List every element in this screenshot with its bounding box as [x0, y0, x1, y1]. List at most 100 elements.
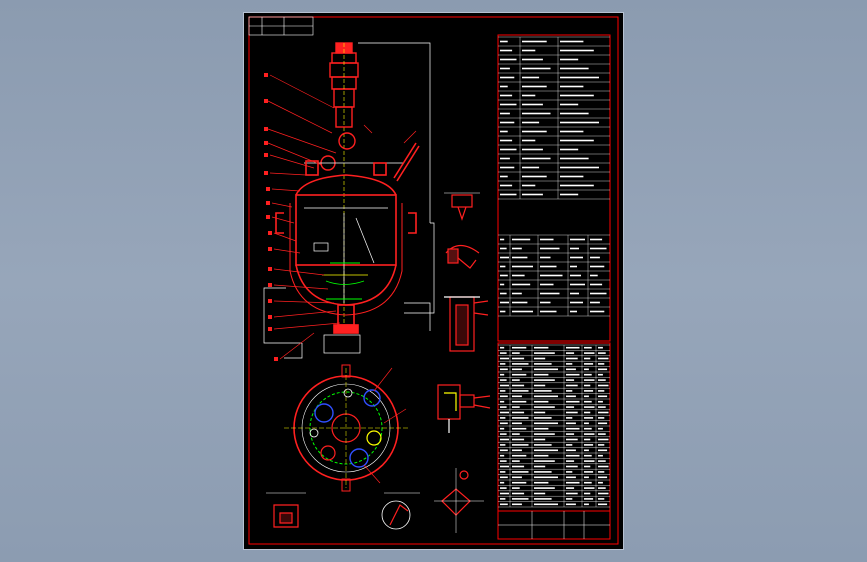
table-cell-text: [598, 395, 608, 398]
table-cell-text: [560, 40, 584, 43]
table-cell-text: [590, 301, 600, 304]
table-cell-text: [598, 438, 609, 441]
table-cell-text: [598, 503, 608, 506]
table-cell-text: [566, 379, 575, 381]
table-cell-text: [560, 139, 594, 142]
table-cell-text: [522, 58, 543, 61]
nozzle-table: [498, 234, 610, 317]
table-cell-text: [534, 400, 549, 403]
table-cell-text: [598, 465, 609, 468]
corner-label-box: [248, 16, 314, 36]
table-cell-text: [512, 384, 525, 387]
table-cell-text: [512, 417, 529, 419]
table-cell-text: [590, 265, 605, 268]
table-cell-text: [522, 175, 547, 178]
table-cell-text: [534, 346, 549, 349]
table-cell-text: [500, 166, 515, 169]
table-cell-text: [598, 357, 609, 360]
table-cell-text: [598, 454, 603, 457]
table-cell-text: [584, 417, 594, 419]
table-cell-text: [500, 492, 509, 495]
table-cell-text: [584, 346, 592, 349]
table-cell-text: [598, 363, 605, 365]
table-cell-text: [512, 433, 520, 435]
table-cell-text: [534, 373, 549, 376]
table-cell-text: [598, 406, 606, 408]
table-cell-text: [590, 256, 600, 259]
table-cell-text: [590, 292, 607, 295]
table-cell-text: [522, 130, 547, 133]
nozzle-orientation-plan: [284, 364, 408, 492]
table-cell-text: [598, 368, 608, 371]
table-cell-text: [500, 357, 509, 360]
table-cell-text: [500, 130, 508, 133]
table-cell-text: [500, 444, 506, 446]
table-cell-text: [598, 427, 603, 430]
table-cell-text: [534, 503, 558, 506]
table-cell-text: [534, 476, 558, 479]
table-cell-text: [584, 395, 589, 398]
table-cell-text: [584, 454, 592, 457]
table-cell-text: [500, 157, 510, 160]
table-cell-text: [512, 238, 531, 241]
table-cell-text: [590, 247, 607, 250]
table-cell-text: [584, 427, 592, 430]
table-cell-text: [598, 384, 609, 387]
table-cell-text: [584, 411, 591, 414]
table-cell-text: [500, 373, 505, 376]
table-cell-text: [500, 481, 505, 484]
table-cell-text: [500, 395, 508, 398]
table-cell-text: [570, 247, 579, 250]
table-cell-text: [560, 148, 579, 151]
table-cell-text: [522, 76, 540, 79]
table-cell-text: [522, 94, 536, 97]
table-cell-text: [566, 481, 580, 484]
table-cell-text: [590, 283, 603, 286]
table-cell-text: [534, 454, 549, 457]
table-cell-text: [598, 481, 603, 484]
table-cell-text: [566, 373, 580, 376]
table-cell-text: [590, 238, 603, 241]
detail-views: [266, 192, 491, 533]
table-cell-text: [512, 379, 520, 381]
table-cell-text: [566, 498, 573, 500]
table-cell-text: [522, 184, 536, 187]
table-cell-text: [500, 427, 505, 430]
table-cell-text: [584, 471, 594, 473]
table-cell-text: [534, 363, 552, 365]
table-cell-text: [584, 433, 595, 435]
table-cell-text: [570, 274, 581, 277]
table-cell-text: [522, 166, 540, 169]
parts-list-table: [498, 344, 610, 508]
table-cell-text: [522, 103, 543, 106]
table-cell-text: [512, 411, 525, 414]
table-cell-text: [500, 390, 506, 392]
table-cell-text: [512, 256, 528, 259]
table-cell-text: [522, 112, 551, 115]
table-cell-text: [534, 433, 555, 435]
table-cell-text: [566, 492, 578, 495]
table-cell-text: [566, 352, 575, 354]
table-cell-text: [500, 406, 507, 408]
table-cell-text: [566, 471, 573, 473]
table-cell-text: [566, 363, 573, 365]
table-cell-text: [560, 76, 599, 79]
table-cell-text: [584, 444, 594, 446]
table-cell-text: [512, 487, 520, 489]
table-cell-text: [500, 301, 509, 304]
table-cell-text: [598, 411, 609, 414]
table-cell-text: [534, 498, 552, 500]
table-cell-text: [598, 498, 605, 500]
table-cell-text: [512, 283, 531, 286]
table-cell-text: [540, 283, 554, 286]
table-cell-text: [584, 406, 595, 408]
table-cell-text: [500, 58, 517, 61]
table-cell-text: [570, 265, 577, 268]
table-cell-text: [512, 481, 527, 484]
table-cell-text: [540, 238, 554, 241]
table-cell-text: [500, 411, 509, 414]
table-cell-text: [500, 292, 507, 295]
table-cell-text: [584, 384, 591, 387]
table-cell-text: [500, 454, 505, 457]
table-cell-text: [566, 406, 575, 408]
